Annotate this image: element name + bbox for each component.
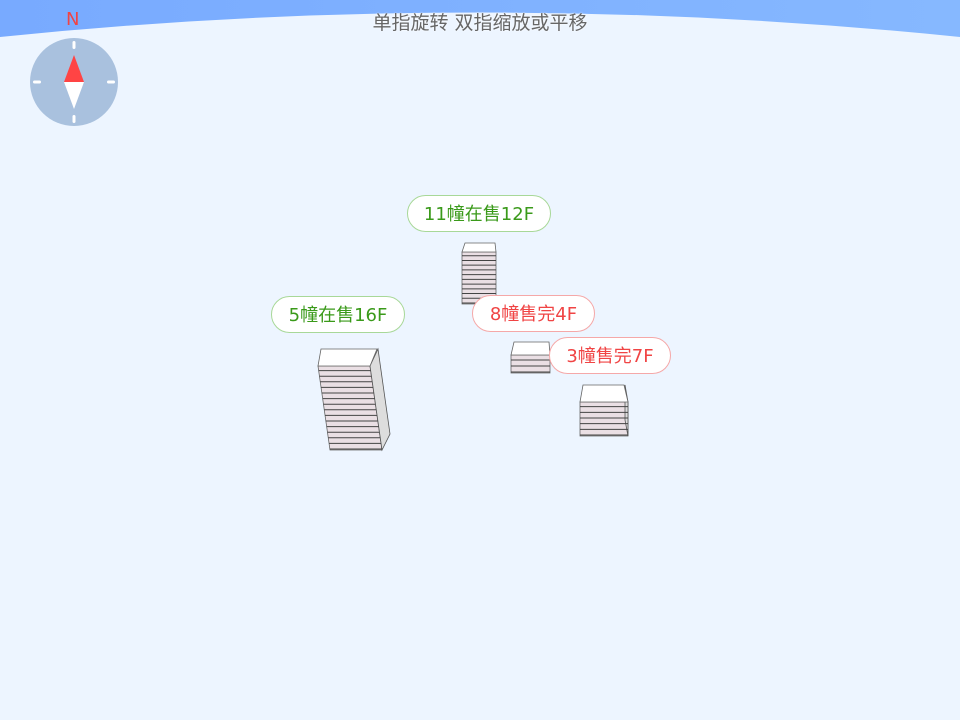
north-label: N xyxy=(66,9,80,30)
building-label-5[interactable]: 5幢在售16F xyxy=(271,296,405,333)
building-label-11[interactable]: 11幢在售12F xyxy=(407,195,551,232)
building-label-8[interactable]: 8幢售完4F xyxy=(472,295,595,332)
building-3[interactable] xyxy=(579,384,629,437)
roof xyxy=(579,384,629,403)
compass-icon[interactable] xyxy=(30,38,118,126)
sky-header xyxy=(0,0,960,37)
building-8[interactable] xyxy=(510,341,551,374)
building-11[interactable] xyxy=(461,242,497,305)
building-5[interactable] xyxy=(317,347,391,452)
roof xyxy=(317,348,378,367)
gesture-hint: 单指旋转 双指缩放或平移 xyxy=(372,12,588,34)
roof xyxy=(510,341,551,356)
building-label-3[interactable]: 3幢售完7F xyxy=(549,337,671,374)
roof xyxy=(461,242,497,253)
